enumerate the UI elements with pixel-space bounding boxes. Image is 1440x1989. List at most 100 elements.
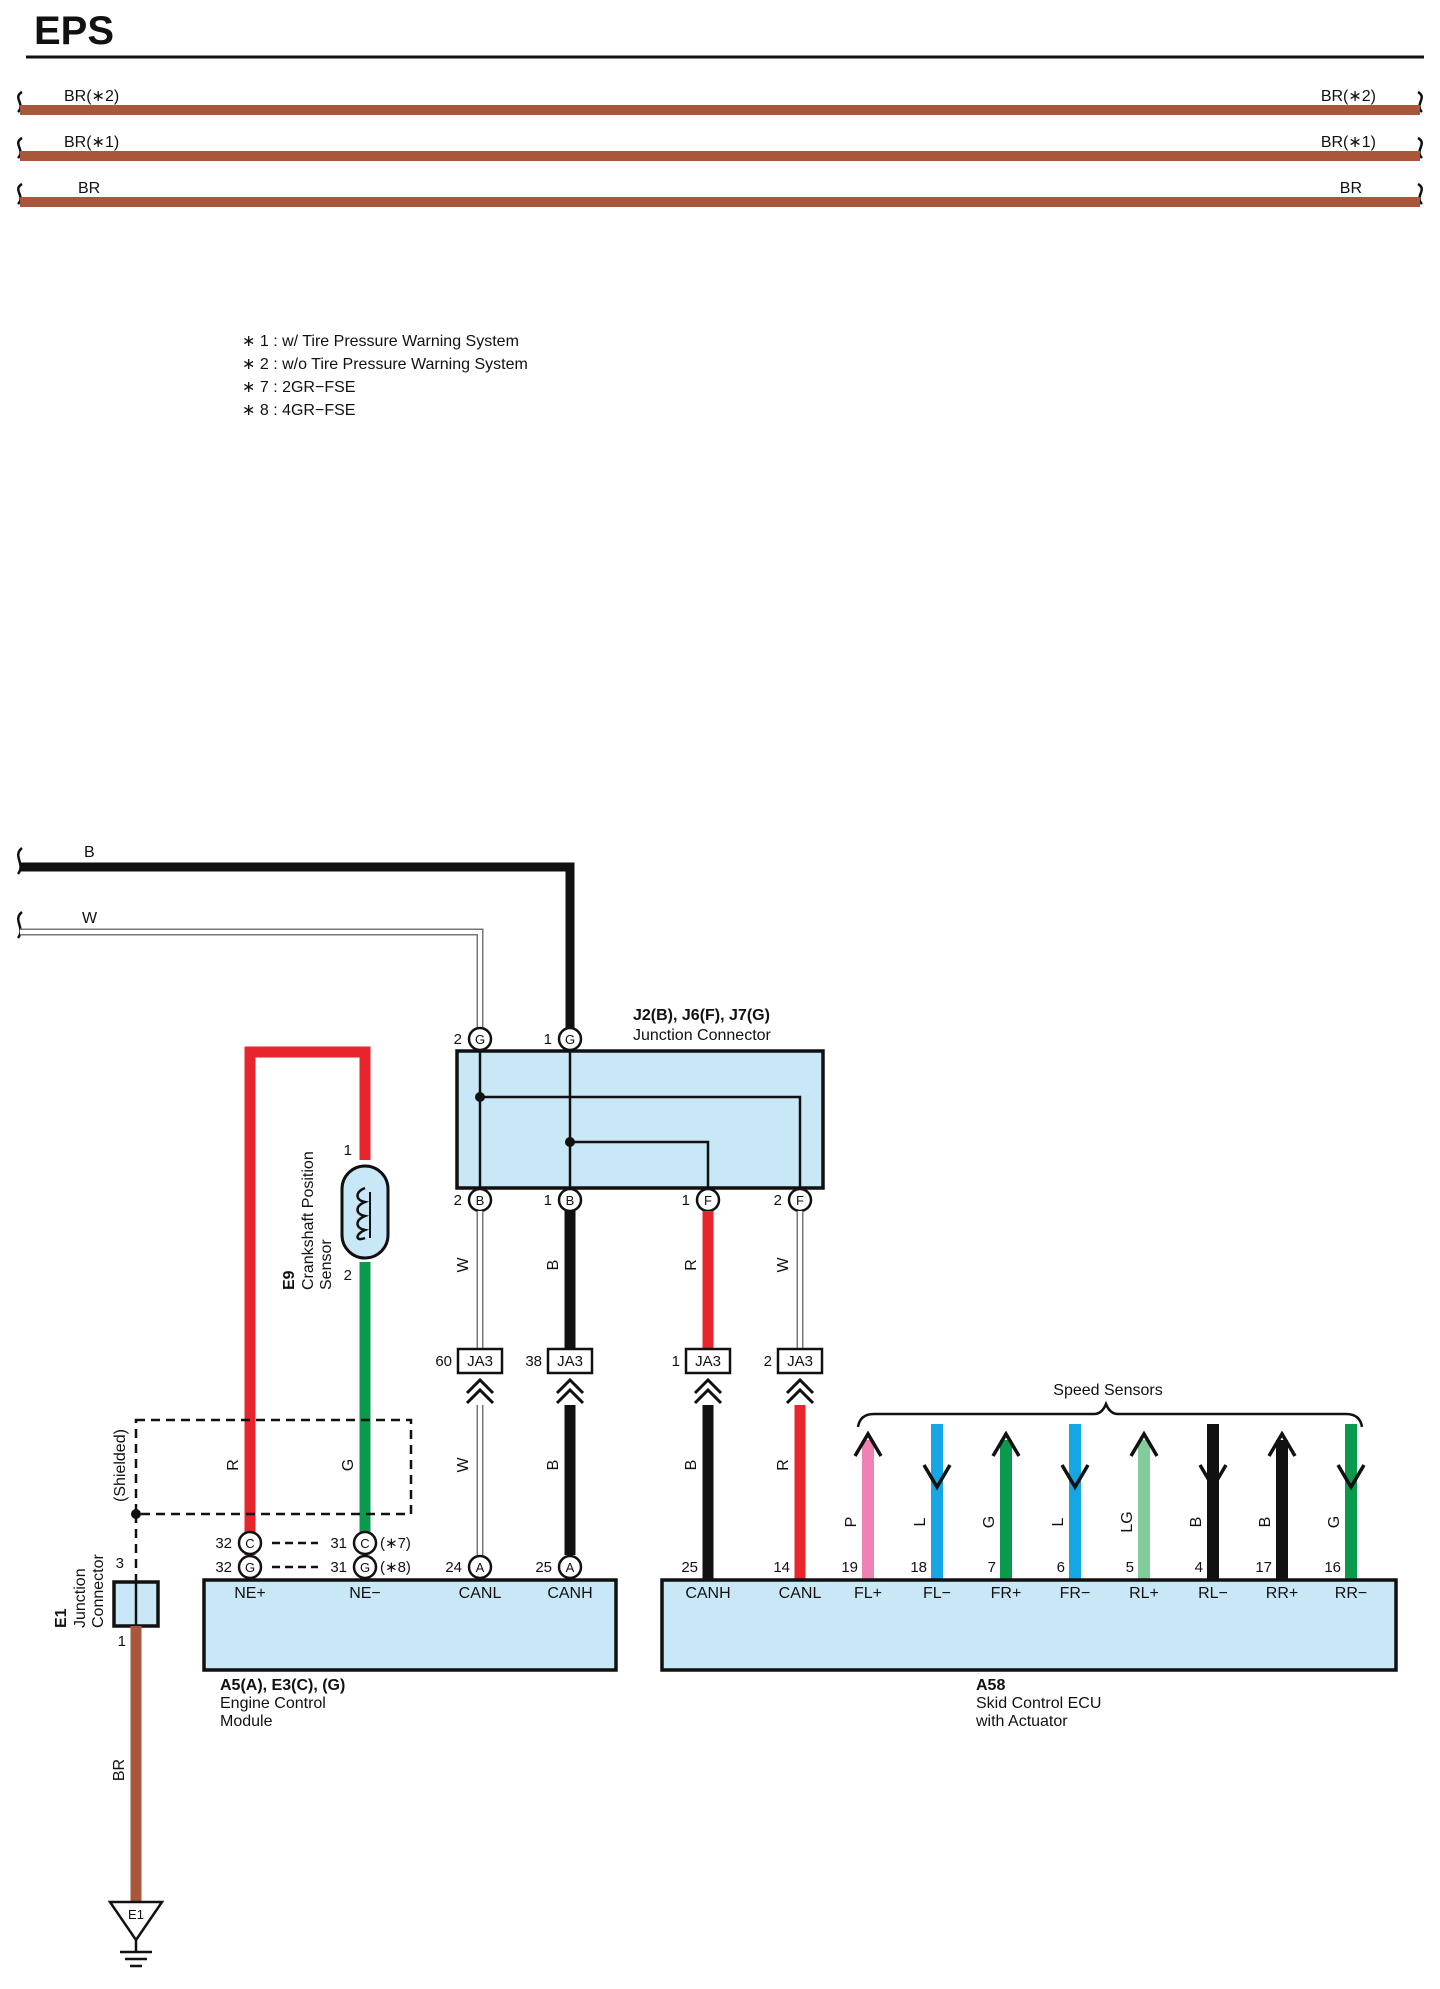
junction-internal-wiring [478, 1051, 802, 1188]
ja3-chevron-icon [465, 1377, 495, 1405]
skid-ecu-name: with Actuator [975, 1713, 1068, 1730]
engine-control-module: NE+ NE− CANL CANH A5(A), E3(C), (G) Engi… [202, 1530, 618, 1730]
junction-splice-dot [475, 1092, 485, 1102]
junction-pin-letter: B [566, 1193, 575, 1208]
ecm-pin [467, 1554, 493, 1580]
ja3-label: JA3 [787, 1353, 813, 1370]
junction-pin-number: 2 [774, 1192, 782, 1209]
junction-pin-letter: G [565, 1032, 575, 1047]
junction-connector: J2(B), J6(F), J7(G) Junction Connector G… [454, 1007, 825, 1213]
skid-pin-number: 6 [1057, 1559, 1065, 1576]
ecm-pin-letter: G [360, 1560, 370, 1575]
skid-pin-label: FR− [1060, 1585, 1091, 1602]
top-wire-left-label: BR(∗1) [64, 134, 119, 151]
wire-color-label: B [545, 1460, 562, 1471]
wire-color-label: G [1326, 1516, 1343, 1528]
speed-sensors-label: Speed Sensors [1053, 1382, 1162, 1399]
ja3-box [684, 1347, 732, 1375]
speed-sensors-brace [856, 1400, 1364, 1428]
junction-connector-box [455, 1049, 825, 1190]
wire-break-mark [16, 847, 23, 939]
ja3-chevron-icon [693, 1377, 723, 1405]
sensor-pin-number: 1 [344, 1142, 352, 1159]
arrow-up-icon [991, 1430, 1021, 1457]
ecm-pin-note: (∗8) [380, 1559, 411, 1576]
junction-pin-number: 2 [454, 1031, 462, 1048]
ecm-pin-label: NE− [349, 1585, 381, 1602]
wire-color-label: R [683, 1259, 700, 1271]
arrow-down-icon [1198, 1464, 1228, 1491]
sensor-pin-number: 2 [344, 1267, 352, 1284]
ecm-pin-label: NE+ [234, 1585, 266, 1602]
skid-pin-number: 25 [681, 1559, 698, 1576]
wire-color-label: L [912, 1517, 929, 1526]
top-wire-right-label: BR(∗2) [1321, 88, 1376, 105]
wire-color-label: B [683, 1460, 700, 1471]
skid-pin-number: 17 [1255, 1559, 1272, 1576]
crankshaft-sensor [340, 1164, 390, 1260]
ja3-box [546, 1347, 594, 1375]
skid-pin-label: RR+ [1266, 1585, 1298, 1602]
note-line: ∗ 8 : 4GR−FSE [242, 402, 355, 419]
wire-color-label: G [981, 1516, 998, 1528]
wire-color-label: L [1050, 1517, 1067, 1526]
wire-w-in-outline [20, 928, 484, 1034]
ecm-code: A5(A), E3(C), (G) [220, 1677, 345, 1694]
wire-color-label: P [843, 1517, 860, 1528]
ja3-label: JA3 [467, 1353, 493, 1370]
ja3-pin-number: 60 [435, 1353, 452, 1370]
wire-color-label: BR [111, 1759, 128, 1781]
top-wire [20, 197, 1420, 207]
junction-name: Junction Connector [633, 1027, 772, 1044]
wire-color-label: W [455, 1457, 472, 1473]
note-line: ∗ 2 : w/o Tire Pressure Warning System [242, 356, 528, 373]
wire-b-in [20, 862, 575, 1034]
ecm-pin-note: (∗7) [380, 1535, 411, 1552]
ja3-pin-number: 1 [672, 1353, 680, 1370]
wire-r [244, 1046, 371, 1555]
ecm-pin-number: 25 [535, 1559, 552, 1576]
wire-break-mark [17, 90, 23, 205]
skid-pin-number: 19 [841, 1559, 858, 1576]
arrow-down-icon [1336, 1464, 1366, 1491]
e1-code: E1 [53, 1608, 70, 1628]
ecm-pin-letter: G [245, 1560, 255, 1575]
note-line: ∗ 1 : w/ Tire Pressure Warning System [242, 333, 519, 350]
skid-pin-label: RL− [1198, 1585, 1228, 1602]
top-wire-right-label: BR [1340, 180, 1362, 197]
junction-pin [557, 1026, 583, 1052]
ecm-pin [352, 1554, 378, 1580]
ja3-connector: JA3 60 [435, 1347, 504, 1405]
ja3-pin-number: 38 [525, 1353, 542, 1370]
junction-splice-dot [565, 1137, 575, 1147]
arrow-up-icon [853, 1430, 883, 1457]
ecm-pin-label: CANH [547, 1585, 592, 1602]
ecm-pin-label: CANL [459, 1585, 502, 1602]
ecm-pin-number: 24 [445, 1559, 462, 1576]
ja3-box [456, 1347, 504, 1375]
arrow-up-icon [1129, 1430, 1159, 1457]
junction-pin-number: 1 [682, 1192, 690, 1209]
wire-color-label: R [775, 1459, 792, 1471]
skid-pin-number: 16 [1324, 1559, 1341, 1576]
ja3-connector: JA3 38 [525, 1347, 594, 1405]
ja3-connector: JA3 2 [764, 1347, 824, 1405]
skid-pin-number: 7 [988, 1559, 996, 1576]
ecm-pin-letter: C [245, 1536, 254, 1551]
skid-ecu-code: A58 [976, 1677, 1005, 1694]
ecm-box [202, 1578, 618, 1672]
ja3-box [776, 1347, 824, 1375]
skid-pin-label: FR+ [991, 1585, 1022, 1602]
junction-pin-number: 1 [544, 1192, 552, 1209]
note-line: ∗ 7 : 2GR−FSE [242, 379, 355, 396]
ja3-chevron-icon [785, 1377, 815, 1405]
wire-color-label: G [340, 1459, 357, 1471]
ecm-name: Module [220, 1713, 273, 1730]
ja3-label: JA3 [557, 1353, 583, 1370]
ecm-pin-letter: A [476, 1560, 485, 1575]
skid-pin-number: 4 [1195, 1559, 1203, 1576]
skid-pin-label: RL+ [1129, 1585, 1159, 1602]
ecm-pin-number: 32 [215, 1559, 232, 1576]
